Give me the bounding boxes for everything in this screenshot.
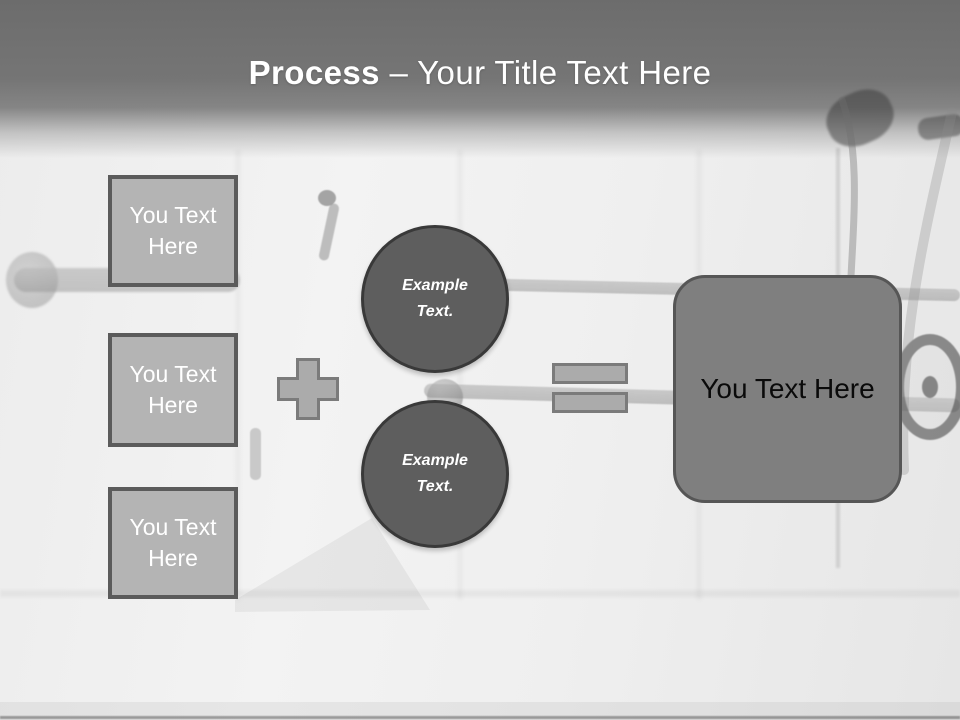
example-circle-label: Example Text. [402, 451, 468, 495]
title-rest: – Your Title Text Here [389, 54, 712, 91]
floor-line [0, 716, 960, 719]
title-emphasis: Process [248, 54, 380, 91]
result-box: You Text Here [673, 275, 902, 503]
input-box-1: You Text Here [108, 175, 238, 287]
faucet-handle-icon [318, 190, 336, 206]
page-title: Process – Your Title Text Here [0, 54, 960, 92]
input-box-2: You Text Here [108, 333, 238, 447]
result-box-label: You Text Here [700, 373, 875, 404]
example-circle-1: Example Text. [361, 225, 509, 373]
input-box-label: You Text Here [129, 513, 217, 571]
example-circle-2: Example Text. [361, 400, 509, 548]
input-box-label: You Text Here [129, 360, 217, 418]
header-band [0, 0, 960, 158]
example-circle-label: Example Text. [402, 276, 468, 320]
floor [0, 702, 960, 720]
equals-icon [552, 363, 628, 384]
grab-bar-mount [6, 252, 58, 308]
plus-icon [277, 358, 339, 420]
tub-lever [250, 428, 261, 480]
valve-wheel-hub [922, 376, 938, 398]
input-box-label: You Text Here [129, 201, 217, 259]
input-box-3: You Text Here [108, 487, 238, 599]
faucet-handle-stem [318, 202, 340, 262]
valve-wheel [893, 334, 960, 440]
equals-icon [552, 392, 628, 413]
